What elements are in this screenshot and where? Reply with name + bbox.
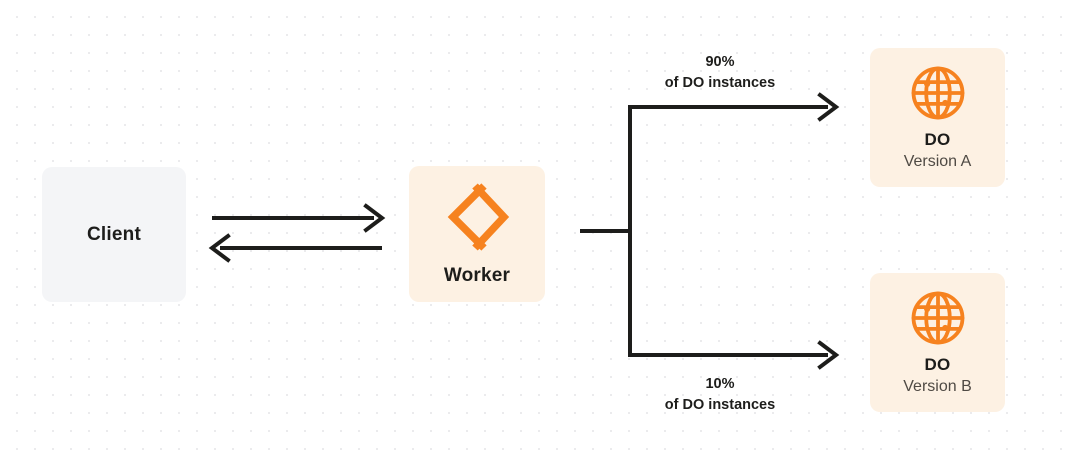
node-do-a-label: DO [924, 130, 951, 150]
node-do-version-b[interactable]: DO Version B [870, 273, 1005, 412]
arrow-worker-to-client [208, 233, 382, 263]
edge-label-do-b: 10% of DO instances [610, 374, 830, 415]
connector-worker-split [580, 105, 632, 357]
arrow-worker-to-do-b [628, 340, 840, 370]
node-do-a-sublabel: Version A [903, 152, 972, 170]
edge-label-do-b-percent: 10% [705, 376, 735, 392]
globe-icon [909, 64, 967, 122]
node-client-label: Client [87, 223, 141, 245]
edge-label-do-b-caption: of DO instances [664, 396, 776, 413]
node-do-version-a[interactable]: DO Version A [870, 48, 1005, 187]
node-do-b-label: DO [924, 355, 951, 375]
node-worker[interactable]: Worker [409, 166, 545, 302]
arrow-worker-to-do-a [628, 92, 840, 122]
edge-label-do-a-percent: 90% [705, 54, 735, 70]
cloudflare-workers-icon [444, 181, 510, 253]
node-client[interactable]: Client [42, 167, 186, 302]
edge-label-do-a-caption: of DO instances [664, 74, 776, 91]
edge-label-do-a: 90% of DO instances [610, 52, 830, 93]
arrow-client-to-worker [212, 203, 386, 233]
node-do-b-sublabel: Version B [903, 377, 972, 395]
globe-icon [909, 289, 967, 347]
node-worker-label: Worker [443, 265, 511, 286]
